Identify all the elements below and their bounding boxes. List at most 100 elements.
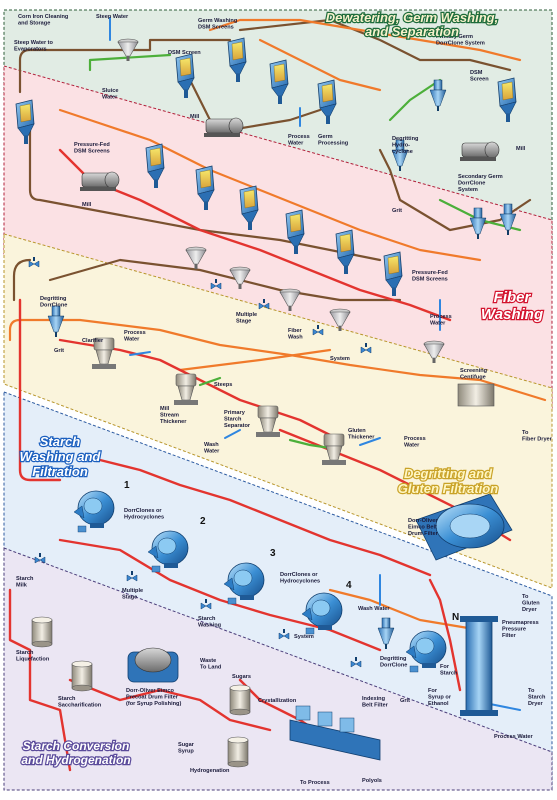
label-dorr-oliver-belt-line-2: Eimco Belt (408, 524, 437, 530)
screening-centrifuge (457, 383, 495, 407)
label-polyols: Polyols (362, 778, 382, 784)
label-mill-stream-line-2: Stream (160, 412, 179, 418)
label-process-water-clar-line-2: Water (124, 336, 140, 342)
pipe-water-5 (359, 437, 381, 446)
label-mill-left: Mill (82, 202, 92, 208)
label-gluten-thickener-line-2: Thickener (348, 434, 375, 440)
label-sugars: Sugars (232, 674, 251, 680)
label-gluten-thickener-line-1: Gluten (348, 428, 366, 434)
label-primary-starch-line-3: Separator (224, 423, 251, 429)
pipe-starch-2 (18, 298, 62, 482)
label-to-gluten-dryer-line-3: Dryer (522, 607, 537, 613)
label-dsm-screen-right-line-2: Screen (470, 76, 489, 82)
section-starch-washing (3, 391, 553, 791)
section-starch-conversion (3, 547, 553, 791)
label-sugar-syrup-line-2: Syrup (178, 748, 194, 754)
label-to-starch-dryer-line-2: Starch (528, 694, 546, 700)
label-steep-evap-line-1: Steep Water to (14, 40, 54, 46)
label-germ-processing-line-1: Germ (318, 134, 333, 140)
label-fiber-wash-line-1: Fiber (288, 328, 302, 334)
label-starch-milk-line-1: Starch (16, 576, 34, 582)
label-hydrogenation: Hydrogenation (190, 768, 230, 774)
label-degritting-dorrclone-top-line-1: Degritting (40, 296, 67, 302)
label-multiple-stage-starch-line-1: Multiple (122, 588, 143, 594)
label-pressure-fed-right-line-2: DSM Screens (412, 276, 448, 282)
label-indexing-belt-line-1: Indexing (362, 696, 386, 702)
label-germ-washing-dsm-line-1: Germ Washing (198, 18, 238, 24)
section-title-conversion-line-2: and Hydrogenation (21, 753, 130, 767)
label-to-starch-dryer-line-3: Dryer (528, 701, 543, 707)
label-steep-evap-line-2: Evaporators (14, 46, 47, 52)
section-title-dewatering-line-2: and Separation (365, 24, 459, 39)
pipe-water-6 (224, 429, 241, 439)
equipment (15, 37, 517, 768)
label-process-water-gluten-line-1: Process (404, 436, 426, 442)
label-germ-processing-line-2: Processing (318, 140, 349, 146)
label-mill-top: Mill (190, 114, 200, 120)
label-indexing-belt-line-2: Belt Filter (362, 702, 389, 708)
label-screening-centrifuge-line-2: Centifuge (460, 374, 486, 380)
mill-left (79, 171, 120, 192)
label-multiple-stage-fiber-line-2: Stage (236, 318, 251, 324)
label-pressure-fed-left-line-1: Pressure-Fed (74, 142, 110, 148)
label-to-gluten-dryer-line-2: Gluten (522, 600, 540, 606)
label-wash-water-mid-line-1: Wash (204, 442, 219, 448)
label-starch-washing-line-2: Washing (198, 622, 222, 628)
label-dorrclones-hydro-1-line-2: Hydrocyclones (124, 514, 164, 520)
label-starch-sacch-line-1: Starch (58, 696, 76, 702)
label-degritting-dorrclone-low-line-2: DorrClone (380, 662, 407, 668)
label-process-water-germ-line-1: Process (288, 134, 310, 140)
label-waste-to-land-line-1: Waste (200, 658, 216, 664)
label-degritting-dorrclone-low-line-1: Degritting (380, 656, 407, 662)
belt-drum-filter (415, 493, 513, 561)
section-title-degritting-line-2: Gluten Filtration (398, 481, 498, 496)
section-title-degritting-line-1: Degritting and (404, 466, 493, 481)
pipe-water-4 (129, 351, 151, 356)
label-secondary-germ-line-2: DorrClone (458, 180, 485, 186)
label-pressure-fed-right-line-1: Pressure-Fed (412, 270, 448, 276)
label-starch-liquefaction-line-1: Starch (16, 650, 34, 656)
label-to-process: To Process (300, 780, 330, 786)
label-for-starch-line-2: Starch (440, 670, 458, 676)
pneumapress-filter (460, 616, 498, 716)
label-for-syrup-line-2: Syrup or (428, 694, 452, 700)
section-titles: Dewatering, Germ Washing,and SeparationF… (18, 9, 544, 768)
pipe-germ-1 (18, 38, 232, 94)
label-pneumapress-line-1: Pneumapress (502, 620, 539, 626)
label-dorr-oliver-belt-line-3: Drum Filter (408, 531, 439, 537)
pipe-green-2 (388, 78, 442, 122)
label-degritting-hydro-line-1: Degritting (392, 136, 419, 142)
pipe-germ-2 (28, 108, 382, 262)
label-steep-water: Steep Water (96, 14, 129, 20)
label-degritting-dorrclone-top-line-2: DorrClone (40, 302, 67, 308)
label-mill-right: Mill (516, 146, 526, 152)
label-crystallization: Crystallization (258, 698, 297, 704)
label-starch-washing-line-1: Starch (198, 616, 216, 622)
section-title-dewatering-line-1: Dewatering, Germ Washing, (326, 10, 498, 25)
label-system-fiber: System (330, 356, 350, 362)
label-to-gluten-dryer-line-1: To (522, 594, 529, 600)
label-process-water-fiber-line-2: Water (430, 320, 446, 326)
label-germ-washing-dsm-line-2: DSM Screens (198, 24, 234, 30)
label-dsm-screen-top: DSM Screen (168, 50, 201, 56)
label-to-starch-dryer-line-1: To (528, 688, 535, 694)
label-screening-centrifuge-line-1: Screening (460, 368, 488, 374)
stage-number-1: 1 (124, 480, 130, 491)
stage-number-4: 4 (346, 580, 352, 591)
label-to-fiber-dryer-line-1: To (522, 430, 529, 436)
label-process-water-germ-line-2: Water (288, 140, 304, 146)
label-steeps: Steeps (214, 382, 232, 388)
mill-top (203, 117, 244, 138)
label-pressure-fed-left-line-2: DSM Screens (74, 148, 110, 154)
pipe-fiber-6 (328, 588, 482, 632)
section-title-fiber-line-1: Fiber (494, 289, 532, 306)
label-wash-water-mid-line-2: Water (204, 448, 220, 454)
label-multiple-stage-starch-line-2: Stage (122, 594, 137, 600)
label-corn-iron-line-1: Corn Iron Cleaning (18, 14, 69, 20)
label-starch-liquefaction-line-2: Liquefaction (16, 656, 50, 662)
section-title-starch-line-1: Starch (40, 434, 81, 449)
label-mill-stream-line-3: Thickener (160, 419, 187, 425)
